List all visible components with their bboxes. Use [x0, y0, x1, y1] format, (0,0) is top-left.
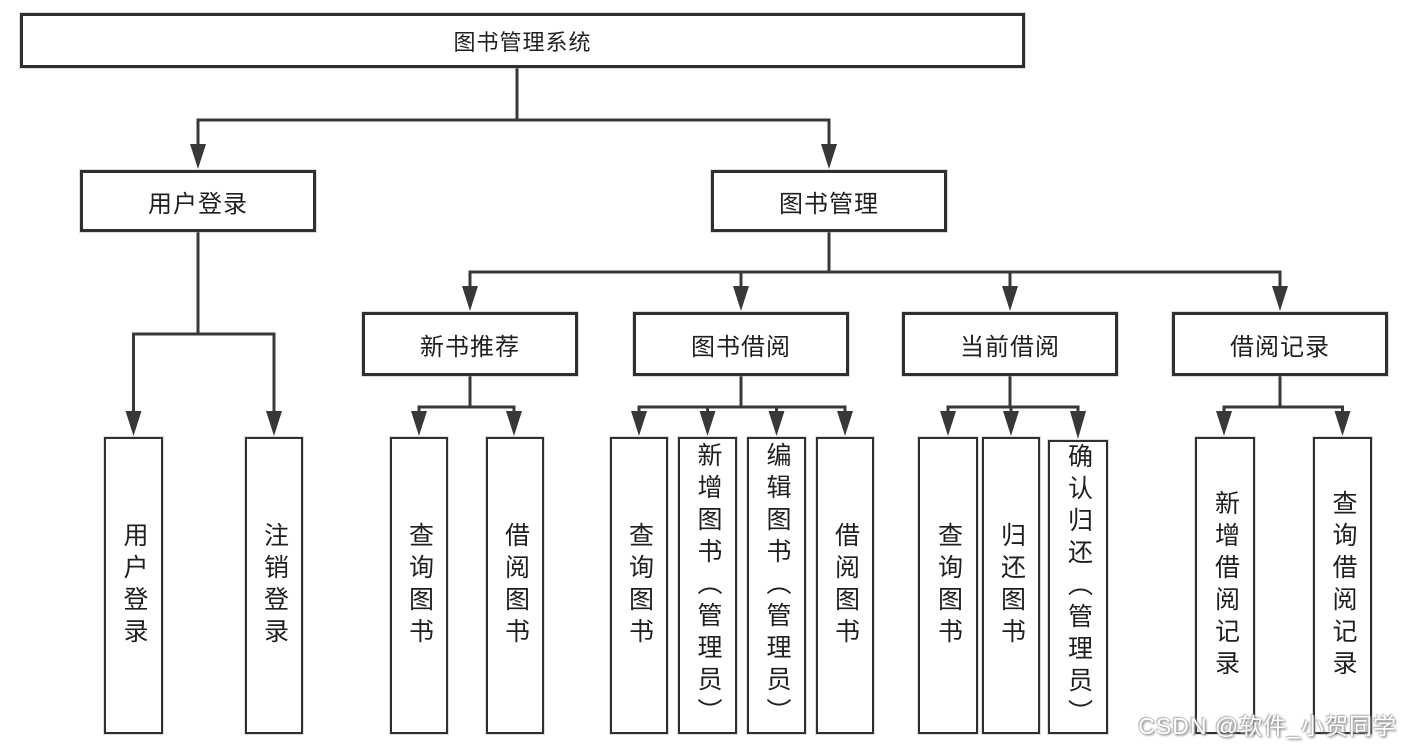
leaf-return-book-label: 归还图书 [997, 521, 1026, 650]
node-book-management-label: 图书管理 [779, 190, 879, 218]
leaf-borrowing-borrow-books: 借阅图书 [816, 437, 874, 734]
node-borrowing-records-label: 借阅记录 [1230, 333, 1330, 361]
leaf-add-book-admin-label: 新增图书（管理员） [694, 441, 722, 730]
leaf-recommend-query-books: 查询图书 [390, 437, 448, 734]
node-book-borrowing: 图书借阅 [633, 312, 849, 376]
leaf-edit-book-admin-label: 编辑图书（管理员） [763, 441, 791, 730]
node-root: 图书管理系统 [20, 13, 1025, 68]
leaf-user-login-label: 用户登录 [120, 521, 148, 650]
node-book-management: 图书管理 [711, 170, 947, 232]
node-user-login: 用户登录 [80, 170, 316, 232]
node-current-borrowing-label: 当前借阅 [960, 333, 1060, 361]
leaf-recommend-query-books-label: 查询图书 [405, 521, 434, 650]
leaf-current-query-books: 查询图书 [918, 437, 978, 734]
leaf-add-borrow-record-label: 新增借阅记录 [1211, 489, 1240, 682]
leaf-recommend-borrow-books: 借阅图书 [486, 437, 544, 734]
node-book-borrowing-label: 图书借阅 [691, 333, 791, 361]
node-current-borrowing: 当前借阅 [902, 312, 1118, 376]
leaf-logout: 注销登录 [245, 437, 303, 734]
watermark-text: CSDN @软件_小贺同学 [1138, 713, 1397, 739]
arrowhead-icons [125, 144, 1351, 439]
leaf-edit-book-admin: 编辑图书（管理员） [747, 437, 806, 734]
node-new-book-recommendation-label: 新书推荐 [420, 333, 520, 361]
leaf-query-borrow-record: 查询借阅记录 [1313, 437, 1372, 734]
leaf-confirm-return-admin: 确认归还（管理员） [1048, 440, 1108, 734]
leaf-user-login: 用户登录 [104, 437, 163, 734]
node-root-label: 图书管理系统 [453, 29, 592, 55]
leaf-return-book: 归还图书 [982, 437, 1040, 734]
leaf-borrowing-borrow-books-label: 借阅图书 [831, 521, 860, 650]
node-borrowing-records: 借阅记录 [1172, 312, 1388, 376]
leaf-logout-label: 注销登录 [260, 521, 289, 650]
leaf-recommend-borrow-books-label: 借阅图书 [501, 521, 530, 650]
leaf-query-borrow-record-label: 查询借阅记录 [1329, 489, 1357, 682]
leaf-current-query-books-label: 查询图书 [934, 521, 963, 650]
leaf-add-borrow-record: 新增借阅记录 [1195, 437, 1255, 734]
leaf-borrowing-query-books: 查询图书 [610, 437, 668, 734]
leaf-confirm-return-admin-label: 确认归还（管理员） [1064, 443, 1093, 731]
leaf-borrowing-query-books-label: 查询图书 [625, 521, 654, 650]
node-new-book-recommendation: 新书推荐 [362, 312, 578, 376]
leaf-add-book-admin: 新增图书（管理员） [678, 437, 737, 734]
node-user-login-label: 用户登录 [148, 190, 248, 218]
